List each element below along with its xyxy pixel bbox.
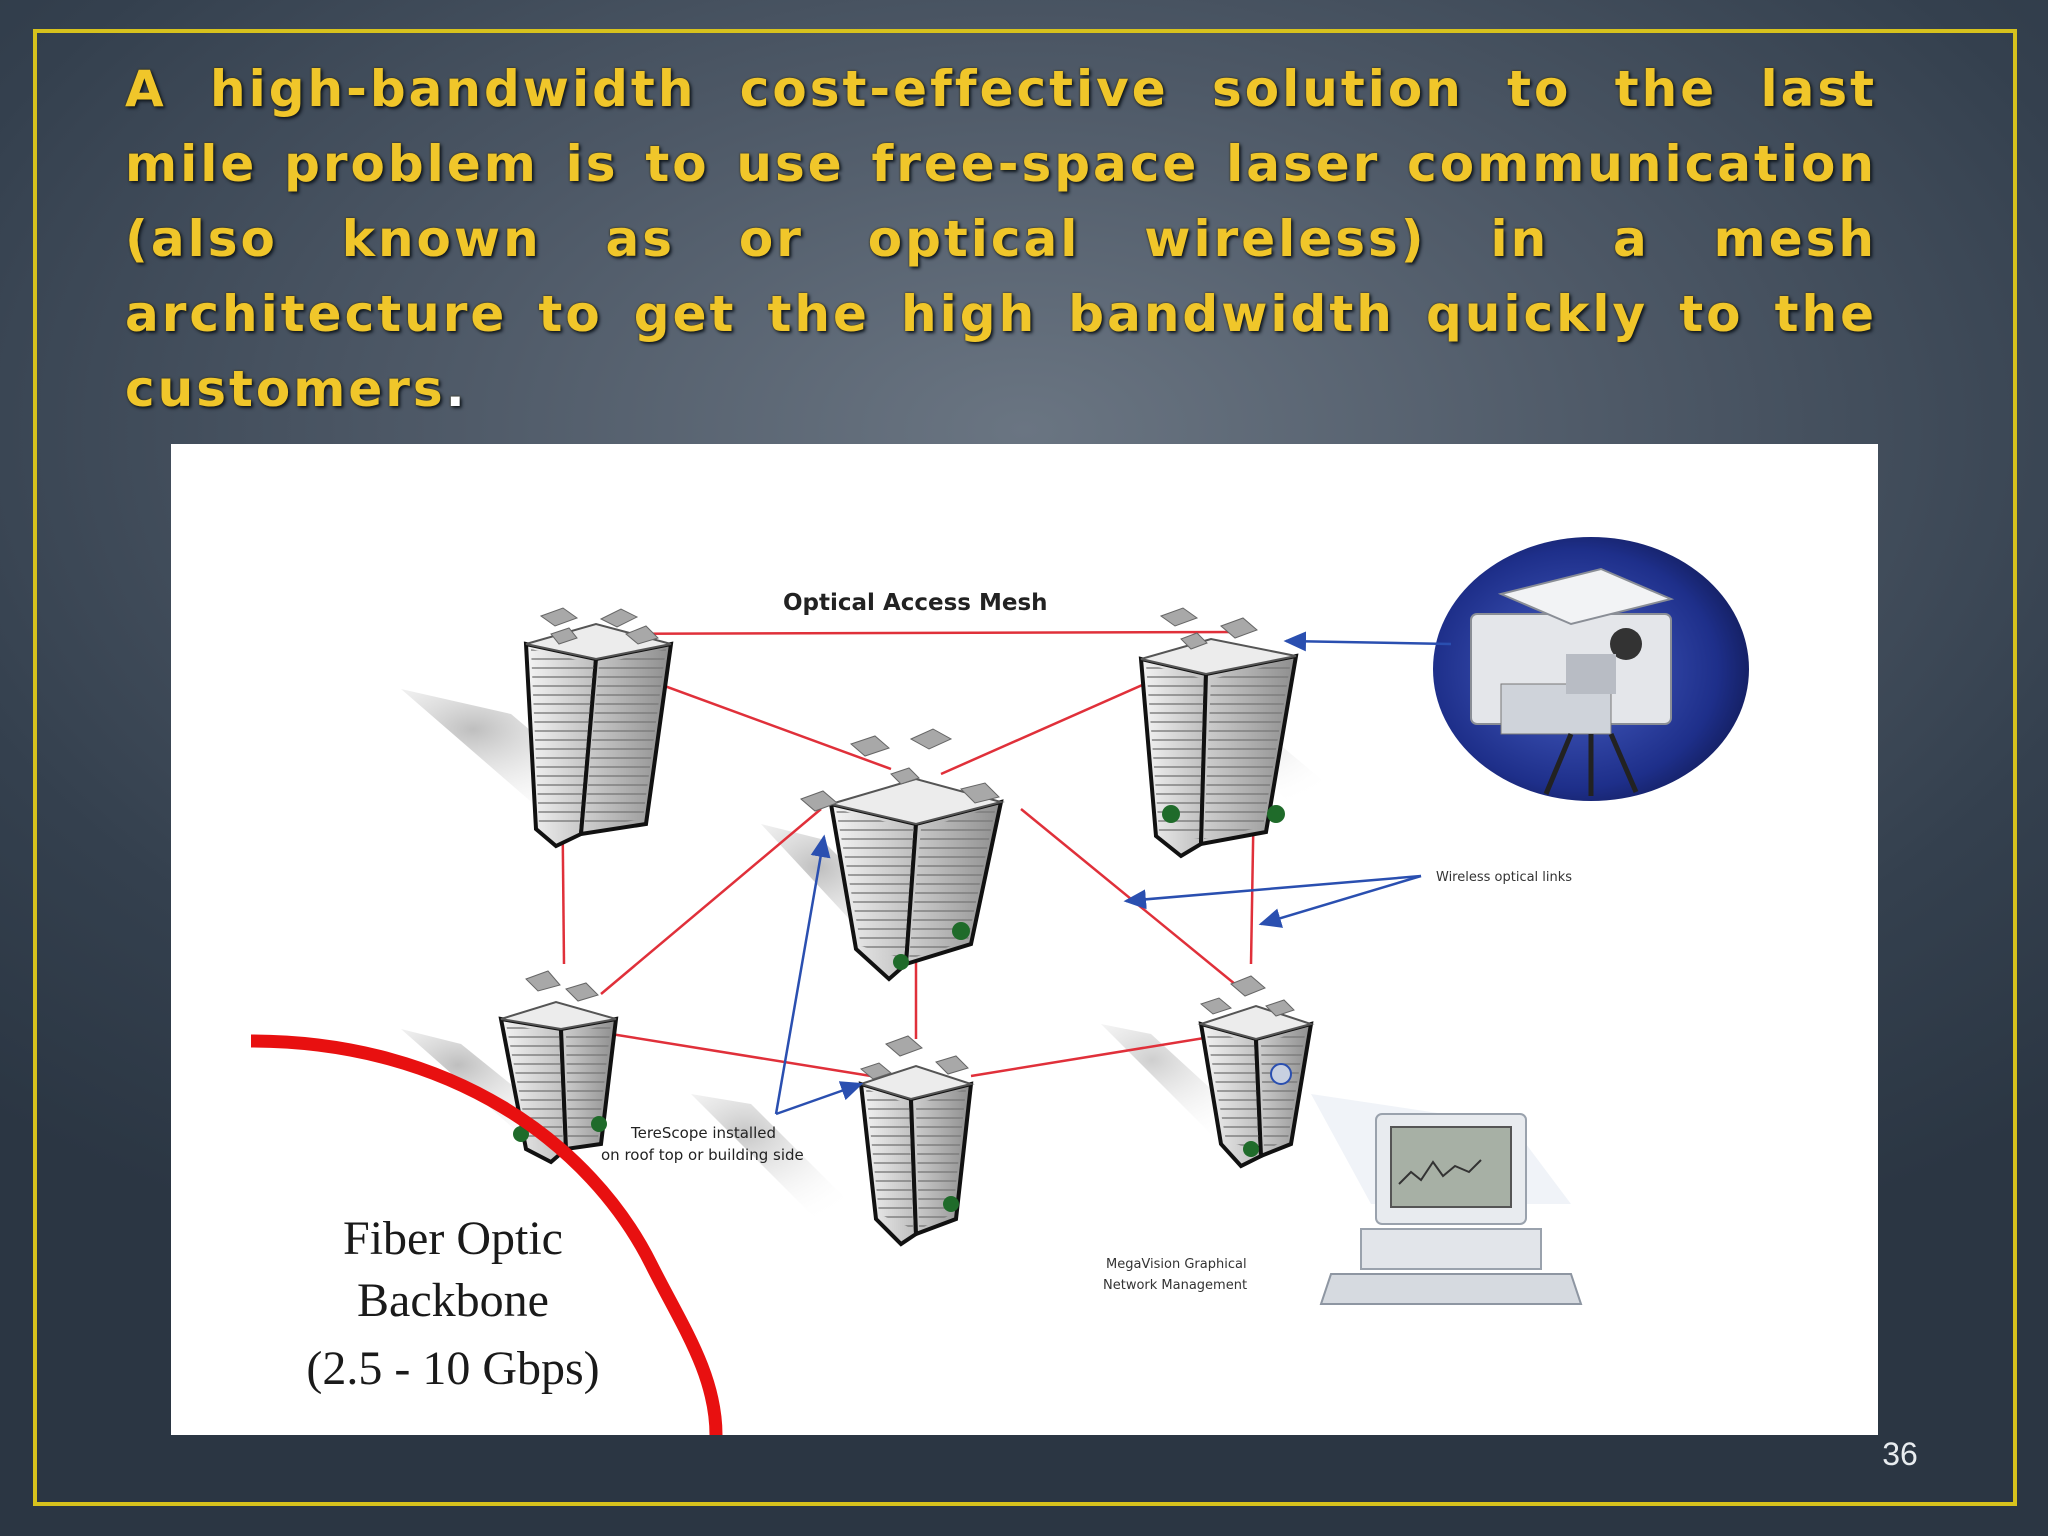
- mesh-label: Optical Access Mesh: [783, 590, 1048, 616]
- backbone-label-line3: (2.5 - 10 Gbps): [306, 1342, 599, 1395]
- building-bottom-right: [1197, 975, 1315, 1169]
- network-diagram: Optical Access Mesh Wireless optical lin…: [171, 444, 1878, 1435]
- link-center-bl: [600, 808, 822, 995]
- backbone-label-line1: Fiber Optic: [343, 1212, 563, 1265]
- slide-frame: [33, 29, 2017, 1506]
- terescope-label-line1: TereScope installed: [630, 1124, 776, 1142]
- management-label-line2: Network Management: [1103, 1278, 1247, 1293]
- slide-number: 36: [1882, 1436, 1918, 1472]
- pointer-arrows: [774, 631, 1452, 1116]
- slide-title-text: A high-bandwidth cost-effective solution…: [125, 60, 1877, 418]
- building-top-left: [523, 607, 674, 849]
- link-bc-br: [970, 1030, 1242, 1078]
- link-bl-bc: [610, 1032, 872, 1078]
- backbone-label-line2: Backbone: [357, 1274, 549, 1327]
- megavision-computer: [1311, 1094, 1583, 1305]
- management-label-line1: MegaVision Graphical: [1106, 1257, 1247, 1272]
- building-bottom-left: [498, 970, 619, 1165]
- diagram-canvas: Optical Access Mesh Wireless optical lin…: [250, 537, 1749, 1435]
- slide-title: A high-bandwidth cost-effective solution…: [125, 52, 1877, 427]
- terescope-label-line2: on roof top or building side: [601, 1146, 804, 1164]
- slide-title-period: .: [445, 360, 468, 418]
- terescope-device-inset: [1433, 537, 1749, 801]
- building-center: [800, 728, 1005, 982]
- wireless-links-label: Wireless optical links: [1436, 870, 1572, 885]
- fiber-backbone-arc: [250, 1034, 723, 1435]
- link-top: [565, 630, 1247, 636]
- building-top-right: [1138, 607, 1299, 859]
- building-bottom-center: [857, 1035, 975, 1247]
